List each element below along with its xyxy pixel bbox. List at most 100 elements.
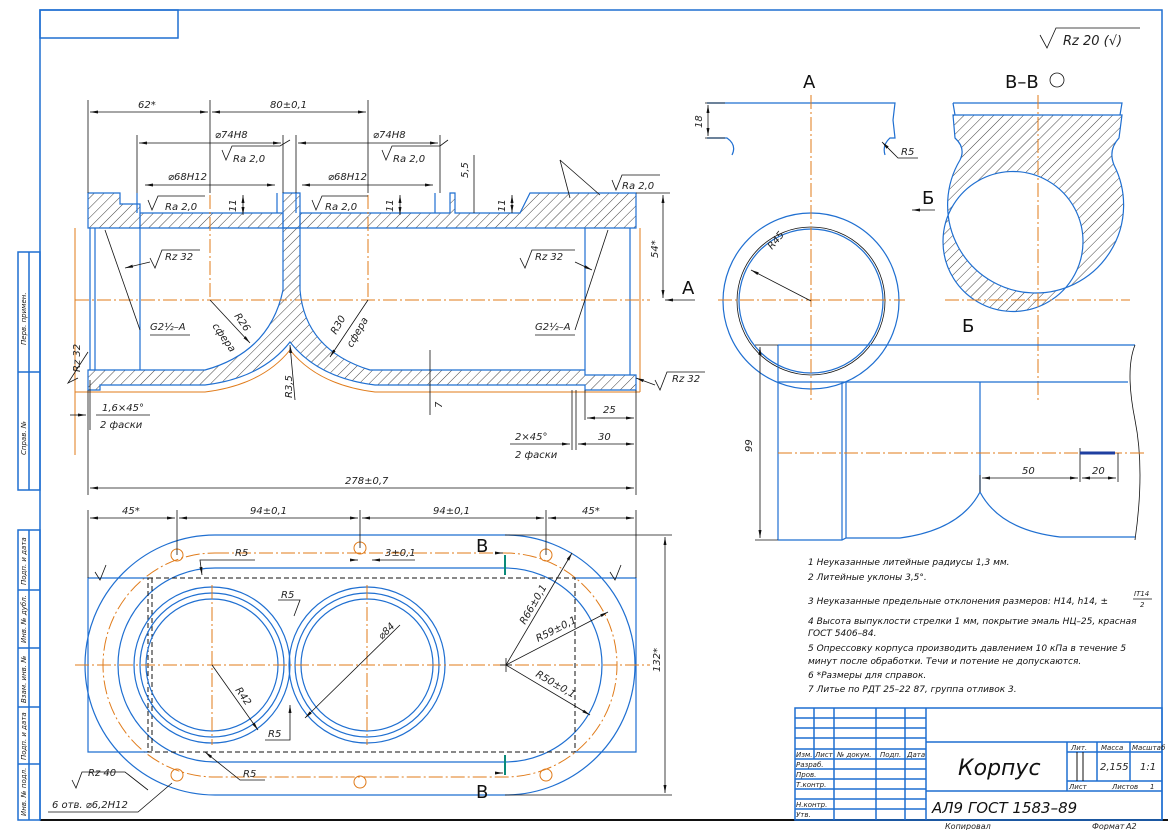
section-mark: В <box>476 782 488 803</box>
dim-132: 132* <box>652 648 663 672</box>
tb-header: Дата <box>906 751 925 759</box>
dim-94: 94±0,1 <box>250 506 287 517</box>
chamfer-label: 1,6×45° <box>102 403 144 414</box>
roughness-rz: Rz 32 <box>672 374 700 385</box>
note: 4 Высота выпуклости стрелки 1 мм, покрыт… <box>808 617 1137 627</box>
dim-25: 25 <box>603 405 616 416</box>
dim-r45: R45 <box>766 230 787 252</box>
format-label: Формат <box>1092 822 1125 830</box>
tb-header: № докум. <box>836 751 872 759</box>
note: 6 *Размеры для справок. <box>808 671 926 681</box>
stamp-label: Подп. и дата <box>20 712 28 760</box>
dim-dia74: ⌀74H8 <box>215 130 248 141</box>
section-mark: В <box>476 536 488 557</box>
material: АЛ9 ГОСТ 1583–89 <box>931 799 1077 817</box>
section-label: В–В <box>1005 72 1039 93</box>
dim-7: 7 <box>434 401 445 408</box>
note: 5 Опрессовку корпуса производить давлени… <box>808 644 1126 654</box>
tb-header: Лист <box>814 751 834 759</box>
section-bb: В–В <box>942 72 1130 400</box>
chamfer-label: 2×45° <box>515 432 547 443</box>
dim-80: 80±0,1 <box>270 100 307 111</box>
dim-dia68: ⌀68H12 <box>328 172 367 183</box>
dim-r5: R5 <box>281 590 294 601</box>
dim-r42: R42 <box>233 685 253 707</box>
dim-45: 45* <box>122 506 140 517</box>
roughness-ra: Ra 2,0 <box>233 154 265 165</box>
dim-50: 50 <box>1022 466 1035 477</box>
note: 1 Неуказанные литейные радиусы 1,3 мм. <box>808 558 1010 568</box>
general-roughness: Rz 20 (√) <box>1039 27 1140 49</box>
dim-r26: R26 <box>232 311 252 333</box>
dim-62: 62* <box>138 100 156 111</box>
note: 7 Литье по РДТ 25–22 87, группа отливок … <box>808 685 1017 695</box>
sheets-value: 1 <box>1150 783 1154 791</box>
tb-role: Н.контр. <box>796 801 827 809</box>
note: 2 Литейные уклоны 3,5°. <box>808 573 927 583</box>
tb-label: Листов <box>1111 783 1138 791</box>
stamp-label: Инв. № дубл. <box>20 595 28 643</box>
dim-30: 30 <box>598 432 611 443</box>
dim-dia74: ⌀74H8 <box>373 130 406 141</box>
holes-label: 6 отв. ⌀6,2H12 <box>52 800 128 811</box>
roughness-rz: Rz 32 <box>165 252 193 263</box>
tb-header: Подп. <box>880 751 901 759</box>
chamfer-note: 2 фаски <box>515 450 558 461</box>
tb-label: Лист <box>1068 783 1088 791</box>
note-fraction-denominator: 2 <box>1140 601 1145 609</box>
note-fraction-numerator: IT14 <box>1134 590 1149 598</box>
note: 3 Неуказанные предельные отклонения разм… <box>808 597 1108 607</box>
rotated-icon <box>1049 72 1065 88</box>
thread-label: G2½–A <box>535 321 571 333</box>
stamp-label: Инв. № подл. <box>20 768 28 816</box>
tb-label: Масштаб <box>1132 744 1166 752</box>
stamp-label: Взам. инв. № <box>20 655 28 703</box>
svg-text:Rz 20 (√): Rz 20 (√) <box>1063 34 1122 49</box>
dim-11: 11 <box>497 199 508 212</box>
dim-r3-5: R3,5 <box>284 375 295 398</box>
dim-20: 20 <box>1092 466 1105 477</box>
dim-18: 18 <box>694 115 705 128</box>
technical-notes: 1 Неуказанные литейные радиусы 1,3 мм. 2… <box>808 558 1152 695</box>
sphere-label: сфера <box>210 321 238 354</box>
dim-3: 3±0,1 <box>385 548 416 559</box>
side-stamp: Перв. примен. Справ. № Подп. и дата Инв.… <box>17 251 41 821</box>
dim-5-5: 5,5 <box>460 162 471 178</box>
dim-99: 99 <box>744 439 755 452</box>
view-arrow-label: Б <box>922 188 934 209</box>
tb-role: Т.контр. <box>796 781 826 789</box>
dim-54: 54* <box>650 240 661 258</box>
format-value: A2 <box>1125 822 1137 830</box>
view-b: Б 99 50 20 <box>744 316 1145 541</box>
dim-dia68: ⌀68H12 <box>168 172 207 183</box>
dim-r5: R5 <box>235 548 248 559</box>
view-arrow-label: А <box>682 278 695 299</box>
roughness-rz: Rz 32 <box>72 344 83 372</box>
dim-r5: R5 <box>268 729 281 740</box>
sphere-label: сфера <box>345 316 371 350</box>
tb-role: Пров. <box>796 771 816 779</box>
view-a: А 18 R5 R45 Б <box>694 72 935 400</box>
view-label: Б <box>962 316 974 337</box>
note: минут после обработки. Течи и потение не… <box>808 657 1081 667</box>
roughness-ra: Ra 2,0 <box>393 154 425 165</box>
dim-r5: R5 <box>901 147 914 158</box>
tb-role: Разраб. <box>796 761 824 769</box>
dim-45: 45* <box>582 506 600 517</box>
stamp-label: Справ. № <box>20 421 28 455</box>
roughness-rz: Rz 32 <box>535 252 563 263</box>
tb-label: Лит. <box>1070 744 1087 752</box>
stamp-label: Перв. примен. <box>20 292 28 345</box>
roughness-ra: Ra 2,0 <box>165 202 197 213</box>
front-view: 62* 80±0,1 ⌀74H8 ⌀74H8 ⌀68H12 ⌀68H12 Ra … <box>66 100 705 495</box>
mass-value: 2,155 <box>1100 762 1129 773</box>
tb-role: Утв. <box>796 811 811 819</box>
stamp-label: Подп. и дата <box>20 537 28 585</box>
scale-value: 1:1 <box>1140 762 1156 773</box>
top-view: 45* 94±0,1 94±0,1 45* R5 R5 R5 R5 3±0,1 … <box>48 506 672 813</box>
title-block: Изм. Лист № докум. Подп. Дата Разраб. Пр… <box>794 707 1166 830</box>
part-name: Корпус <box>958 756 1041 781</box>
dim-11: 11 <box>385 199 396 212</box>
chamfer-note: 2 фаски <box>100 420 143 431</box>
